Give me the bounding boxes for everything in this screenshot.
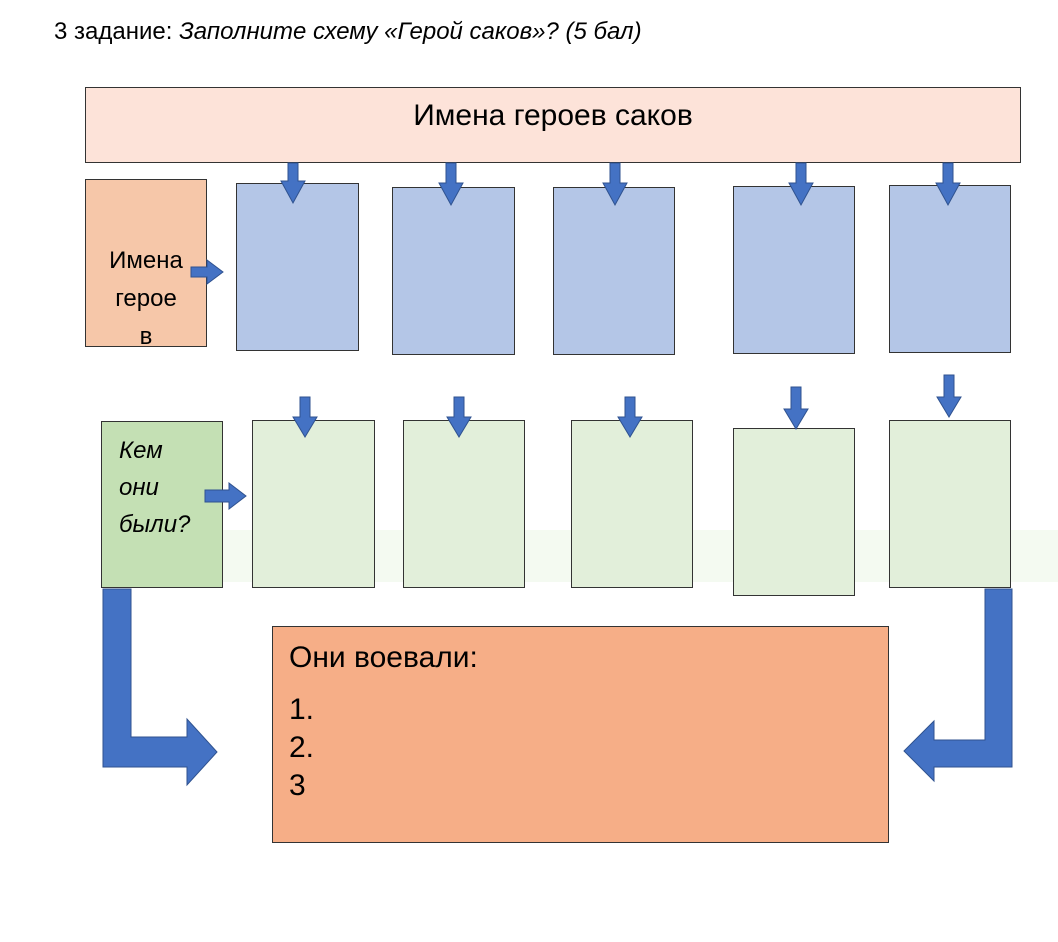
down-arrow-icon bbox=[788, 162, 814, 207]
bent-arrow-left-icon bbox=[903, 588, 1013, 783]
who-were-they-line: они bbox=[119, 474, 159, 501]
task-number: 3 задание: bbox=[54, 18, 173, 45]
hero-name-box-4[interactable] bbox=[733, 186, 855, 354]
who-were-they-line: Кем bbox=[119, 437, 163, 464]
bent-arrow-right-icon bbox=[102, 588, 218, 787]
heroes-names-label: Имена герое в bbox=[85, 179, 207, 347]
hero-role-box-1[interactable] bbox=[252, 420, 375, 588]
result-item: 1. bbox=[289, 693, 315, 726]
down-arrow-icon bbox=[602, 162, 628, 207]
hero-name-box-5[interactable] bbox=[889, 185, 1011, 353]
heroes-names-line: герое bbox=[115, 285, 177, 312]
down-arrow-icon bbox=[438, 162, 464, 207]
result-item: 2. bbox=[289, 731, 315, 764]
down-arrow-icon bbox=[936, 374, 962, 418]
down-arrow-icon bbox=[280, 162, 306, 205]
down-arrow-icon bbox=[935, 162, 961, 207]
down-arrow-icon bbox=[446, 396, 472, 438]
hero-name-box-3[interactable] bbox=[553, 187, 675, 355]
hero-role-box-2[interactable] bbox=[403, 420, 525, 588]
down-arrow-icon bbox=[617, 396, 643, 438]
hero-role-box-3[interactable] bbox=[571, 420, 693, 588]
heroes-names-line: Имена bbox=[109, 247, 183, 274]
heroes-names-line: в bbox=[139, 323, 153, 347]
task-title: 3 задание: Заполните схему «Герой саков»… bbox=[54, 18, 642, 46]
who-were-they-line: были? bbox=[119, 511, 191, 538]
right-arrow-icon bbox=[190, 259, 224, 285]
result-heading: Они воевали: bbox=[289, 641, 478, 674]
down-arrow-icon bbox=[783, 386, 809, 430]
hero-name-box-2[interactable] bbox=[392, 187, 515, 355]
hero-role-box-4[interactable] bbox=[733, 428, 855, 596]
down-arrow-icon bbox=[292, 396, 318, 438]
right-arrow-icon bbox=[204, 481, 247, 511]
who-were-they-label: Кем они были? bbox=[101, 421, 223, 588]
header-box: Имена героев саков bbox=[85, 87, 1021, 163]
hero-role-box-5[interactable] bbox=[889, 420, 1011, 588]
hero-name-box-1[interactable] bbox=[236, 183, 359, 351]
result-item: 3 bbox=[289, 769, 306, 802]
task-instruction: Заполните схему «Герой саков»? (5 бал) bbox=[179, 18, 642, 45]
result-box[interactable]: Они воевали: 1. 2. 3 bbox=[272, 626, 889, 843]
